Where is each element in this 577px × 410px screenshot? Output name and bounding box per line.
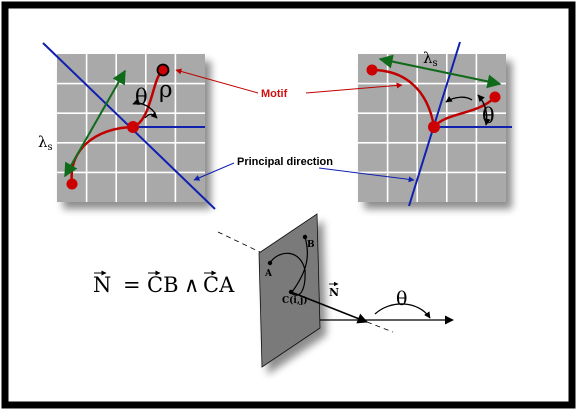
point-b-dot [302, 234, 308, 240]
right-theta-arc-2 [445, 96, 473, 103]
plane-dashed-axis-top [217, 231, 263, 254]
right-motif-dot-start [366, 64, 378, 76]
right-motif-dot-end [489, 91, 501, 103]
motif-pointer-left [175, 68, 259, 94]
right-grid-panel: λs θ [358, 41, 512, 207]
normal-formula: N = CB ∧ CA [93, 270, 235, 297]
left-motif-dot-end [156, 63, 170, 77]
normal-arrow [290, 291, 368, 324]
left-motif-dot-start [66, 178, 78, 190]
normal-extension-dashed [366, 321, 394, 333]
left-lambda-arrow [64, 69, 126, 178]
principal-direction-label: Principal direction [237, 156, 333, 168]
principal-pointer-left [193, 162, 235, 181]
right-theta-label: θ [482, 104, 495, 128]
right-lambda-arrow [378, 54, 502, 89]
plane-diagram: A B C(i,j) N θ [217, 213, 454, 368]
plane-curve-2 [291, 236, 308, 293]
left-theta-arc-2 [144, 111, 158, 119]
right-lambda-label: λs [423, 49, 438, 69]
formula-equals: = [123, 273, 141, 297]
point-c-label: C(i,j) [282, 295, 308, 306]
point-b-label: B [307, 240, 315, 250]
right-motif-dot-center [428, 121, 440, 133]
formula-wedge: ∧ [184, 273, 199, 297]
left-rho-label: ρ [159, 77, 173, 103]
point-a-label: A [264, 269, 273, 279]
plane-theta-arc [374, 303, 431, 319]
right-theta-arc [477, 94, 491, 126]
point-a-dot [267, 260, 273, 266]
formula-cb: CB [147, 273, 179, 297]
motif-label: Motif [261, 88, 288, 100]
left-motif-dot-center [127, 121, 139, 133]
motif-pointer-right [305, 82, 403, 94]
left-theta-label: θ [135, 85, 148, 109]
formula-lhs: N [93, 273, 111, 297]
left-grid-panel: θ ρ λs [38, 42, 216, 210]
normal-label: N [329, 286, 339, 299]
plane-theta-label: θ [396, 288, 407, 310]
left-lambda-label: λs [38, 133, 53, 153]
principal-pointer-right [318, 167, 415, 183]
left-theta-arc [132, 98, 156, 114]
formula-ca: CA [203, 273, 235, 297]
